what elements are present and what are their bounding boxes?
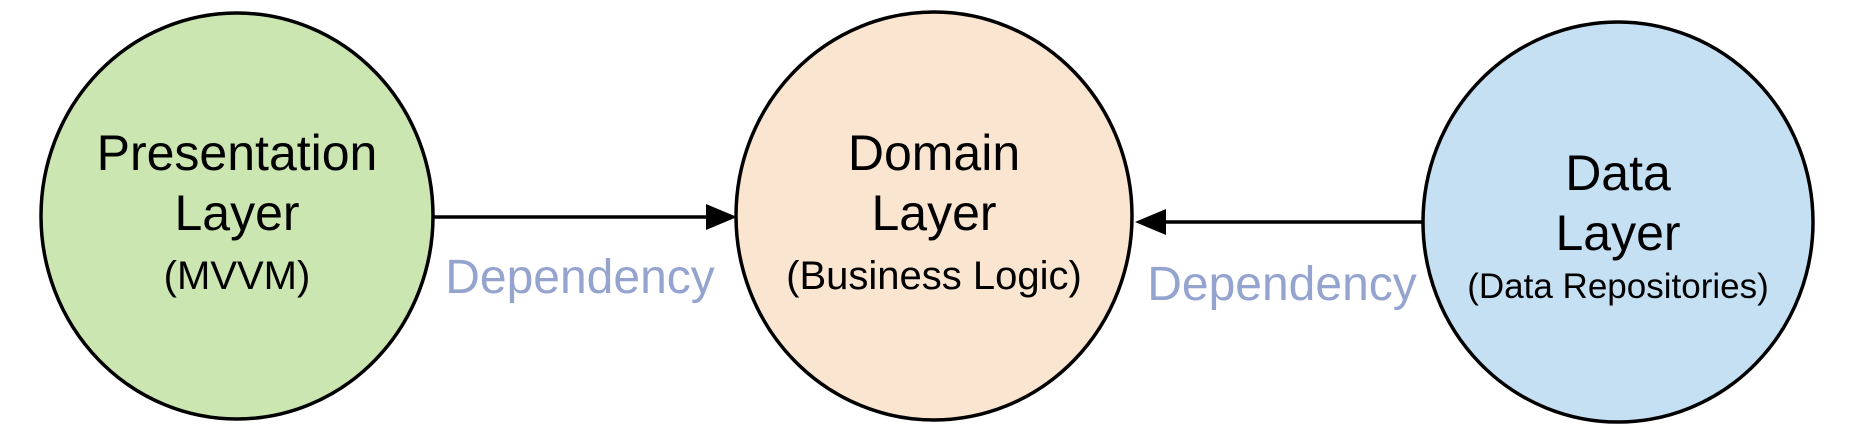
arrowhead-right-icon (706, 204, 737, 230)
dependency-label-left: Dependency (445, 251, 715, 304)
data-layer-title-line2: Layer (1555, 205, 1680, 261)
domain-layer-circle (734, 10, 1134, 422)
data-layer-title-line1: Data (1565, 145, 1671, 201)
presentation-layer-circle (39, 11, 435, 421)
node-presentation-layer: Presentation Layer (MVVM) (39, 11, 435, 421)
presentation-layer-subtitle: (MVVM) (164, 254, 311, 298)
dependency-label-right: Dependency (1147, 258, 1417, 311)
arrowhead-left-icon (1135, 209, 1166, 235)
edge-data-to-domain: Dependency (1135, 209, 1423, 311)
node-domain-layer: Domain Layer (Business Logic) (734, 10, 1134, 422)
domain-layer-subtitle: (Business Logic) (786, 254, 1082, 298)
presentation-layer-title-line1: Presentation (97, 125, 378, 181)
data-layer-subtitle: (Data Repositories) (1467, 267, 1769, 306)
data-layer-circle (1421, 20, 1815, 424)
node-data-layer: Data Layer (Data Repositories) (1421, 20, 1815, 424)
domain-layer-title-line2: Layer (871, 185, 996, 241)
presentation-layer-title-line2: Layer (174, 185, 299, 241)
domain-layer-title-line1: Domain (848, 125, 1020, 181)
edge-presentation-to-domain: Dependency (433, 204, 737, 304)
